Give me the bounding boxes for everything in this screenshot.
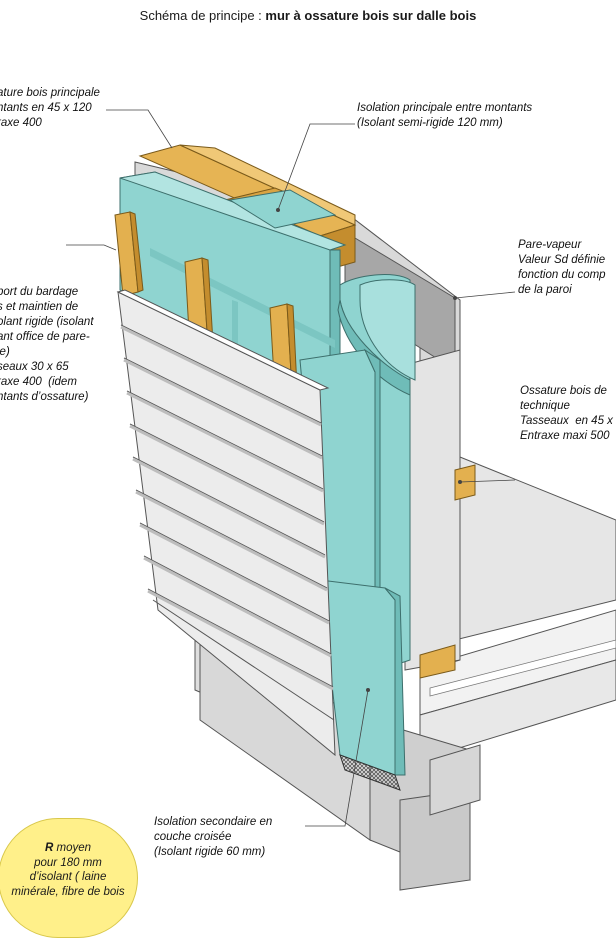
leader-lines [66,109,516,827]
diagram-title: Schéma de principe : mur à ossature bois… [0,8,616,23]
leader-dots [276,208,462,692]
badge-text: pour 180 mm d’isolant ( laine minérale, … [11,856,125,898]
title-prefix: Schéma de principe : [139,8,266,23]
label-ossature-principale: ature bois principale ntants en 45 x 120… [0,87,100,129]
badge-r: R [44,842,54,854]
badge-heading: R moyen [0,841,137,856]
badge-line1: moyen [53,842,92,854]
label-support-bardage: port du bardage s et maintien de olant r… [0,286,94,403]
label-ossature-technique: Ossature bois de technique Tasseaux en 4… [520,385,613,442]
title-bold: mur à ossature bois sur dalle bois [265,8,477,23]
cladding-boards [116,289,336,757]
label-isolation-principale: Isolation principale entre montants (Iso… [357,102,533,129]
technical-battens [419,464,476,679]
label-isolation-secondaire: Isolation secondaire en couche croisée (… [154,816,273,858]
r-value-badge: R moyen pour 180 mm d’isolant ( laine mi… [0,818,138,938]
label-pare-vapeur: Pare-vapeur Valeur Sd définie fonction d… [518,239,606,296]
wall-section-illustration [66,109,616,891]
